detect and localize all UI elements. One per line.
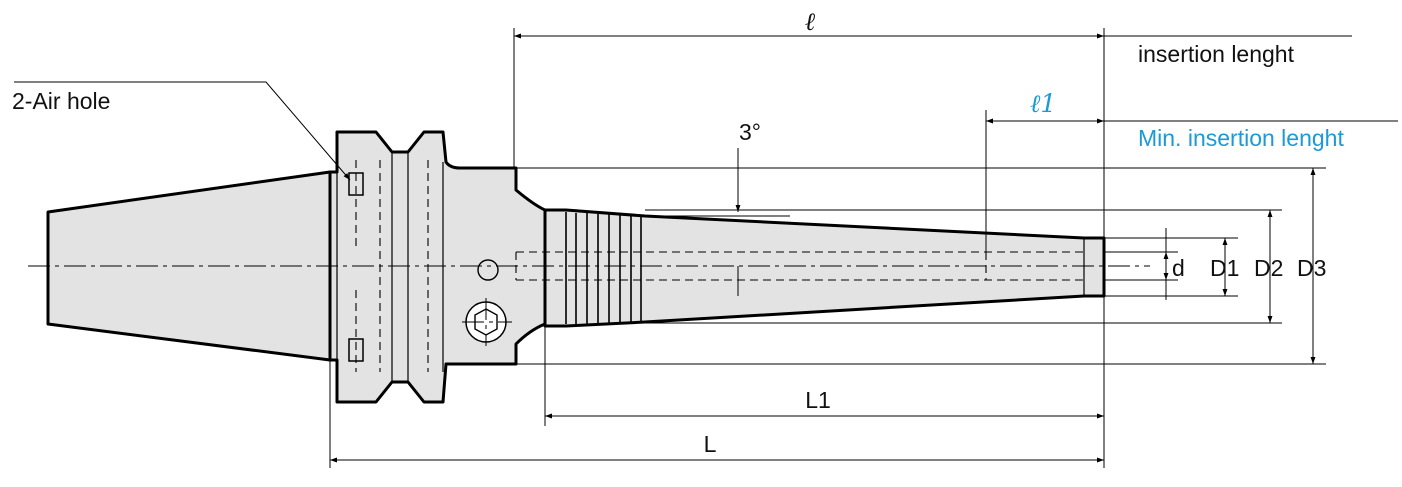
nose-taper [543, 208, 1106, 328]
label-angle: 3° [739, 119, 761, 145]
label-L: L [704, 431, 717, 457]
label-L1: L1 [805, 387, 831, 413]
label-ell1: ℓ1 [1030, 89, 1056, 118]
label-ell: ℓ [805, 7, 816, 36]
label-D1: D1 [1210, 255, 1239, 281]
air-hole-leader [14, 81, 351, 181]
label-min-insertion-length: Min. insertion lenght [1138, 125, 1344, 151]
set-screw [462, 298, 512, 346]
holder-body [46, 130, 1106, 404]
label-air-hole: 2-Air hole [12, 88, 110, 114]
label-D3: D3 [1297, 255, 1326, 281]
grip-grooves [565, 212, 642, 324]
label-d: d [1172, 255, 1185, 281]
air-hole-bottom [348, 290, 364, 372]
label-insertion-length: insertion lenght [1138, 41, 1295, 67]
label-D2: D2 [1254, 255, 1283, 281]
pin-hole [477, 259, 499, 281]
air-hole-top [348, 160, 364, 250]
extension-lines [329, 28, 1398, 468]
